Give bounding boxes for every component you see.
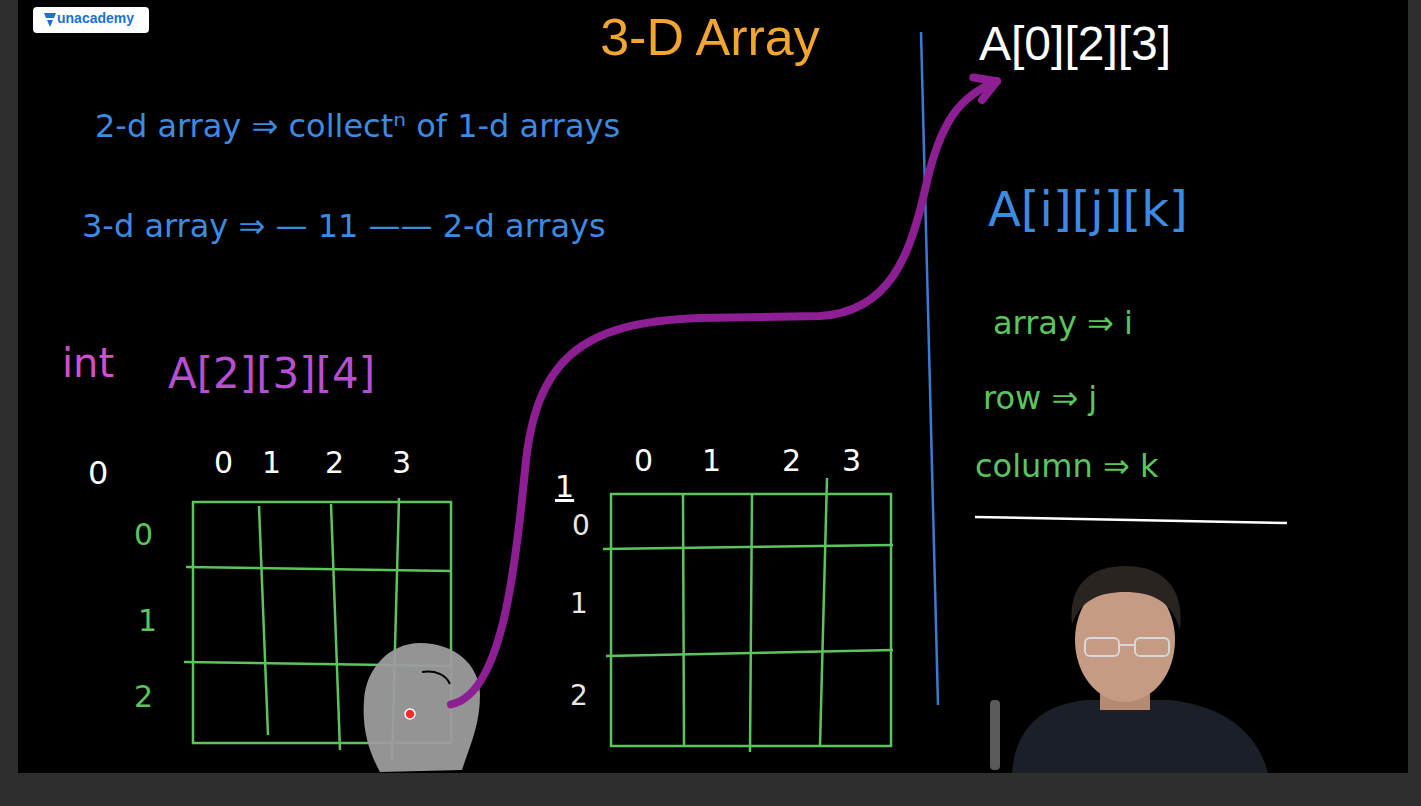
column-index: 3 <box>392 446 411 481</box>
index-meaning: column ⇒ k <box>975 448 1158 485</box>
array-grid: 0 <box>193 502 451 743</box>
grid-line <box>820 478 827 746</box>
microphone <box>990 700 1000 770</box>
index-notation: A[i][j][k] <box>988 182 1188 237</box>
presenter-body <box>1012 700 1268 773</box>
presenter-figure <box>990 566 1268 773</box>
title-text: 3-D Array <box>600 8 820 68</box>
column-index: 3 <box>842 444 861 479</box>
grid-line <box>331 504 340 750</box>
node-heading: 1 <box>555 470 574 505</box>
grid-line <box>606 650 893 656</box>
note-text: 2-d array ⇒ collectⁿ of 1-d arrays <box>95 108 620 145</box>
grid-lines <box>603 478 893 752</box>
logo-text: unacademy <box>57 10 134 26</box>
glasses-bridge <box>1119 644 1135 646</box>
pointer-mark <box>422 672 450 684</box>
column-index: 2 <box>782 444 801 479</box>
glasses-lens <box>1135 638 1169 656</box>
row-index: 1 <box>570 588 588 620</box>
index-meaning: array ⇒ i <box>993 305 1133 342</box>
array-grid: 1 <box>611 494 891 746</box>
pointer-highlight <box>364 643 480 772</box>
row-index: 0 <box>134 518 153 553</box>
column-index: 1 <box>262 446 281 481</box>
row-index: 2 <box>570 680 588 712</box>
logo-pill <box>33 7 149 33</box>
note-text: 3-d array ⇒ — 11 —— 2-d arrays <box>82 208 606 245</box>
row-index: 2 <box>134 680 153 715</box>
arrow-head <box>973 78 997 100</box>
glasses-lens <box>1085 638 1119 656</box>
laser-dot <box>405 709 415 719</box>
divider-line <box>921 32 938 705</box>
presenter-hair <box>1072 566 1181 630</box>
row-index: 1 <box>138 604 157 639</box>
node-heading: 0 <box>88 455 108 492</box>
column-index: 0 <box>634 444 653 479</box>
column-index: 1 <box>702 444 721 479</box>
grid-line <box>603 545 893 549</box>
type-keyword: int <box>62 340 114 386</box>
row-index: 0 <box>572 510 590 542</box>
grid-line <box>683 494 684 745</box>
underline-rule <box>975 517 1287 523</box>
connector-arrow <box>451 81 997 704</box>
index-meaning: row ⇒ j <box>983 380 1097 417</box>
column-index: 0 <box>214 446 233 481</box>
grid-line <box>186 567 451 571</box>
board-ground <box>18 0 1408 773</box>
grid-line <box>259 506 268 735</box>
logo-icon <box>44 13 56 27</box>
array-declaration: A[2][3][4] <box>168 350 375 398</box>
column-index: 2 <box>325 446 344 481</box>
node-heading: A[0][2][3] <box>979 16 1171 71</box>
presenter-glasses <box>1085 638 1169 656</box>
grid-line <box>750 494 752 752</box>
element-access: A[0][2][3] <box>975 14 1175 73</box>
